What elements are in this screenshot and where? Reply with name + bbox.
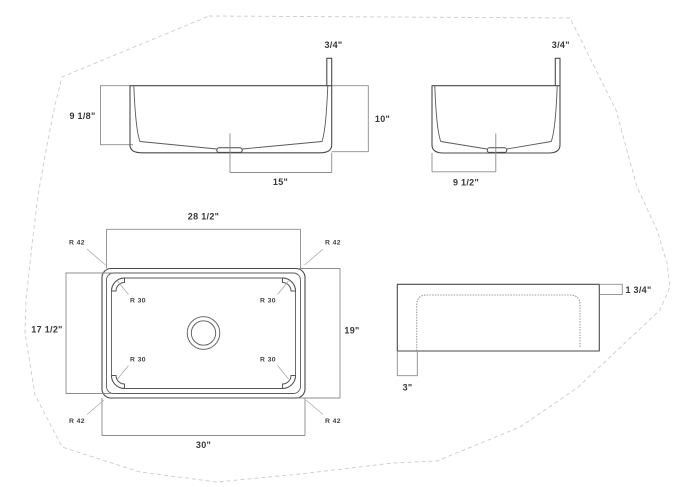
plan-r42-label-top-left: R 42 (69, 240, 85, 247)
front-drain-offset-label: 15" (273, 177, 288, 187)
side-elevation-view: 3/4" 9 1/2" (431, 40, 570, 188)
plan-corner-fillet-top-left (110, 277, 125, 292)
front-overall-height-label: 10" (375, 114, 390, 124)
front-elevation-view: 3/4" 9 1/8" 10" 15" (69, 40, 390, 187)
plan-corner-fillet-top-right (282, 277, 297, 292)
side-flange-thickness-label: 3/4" (552, 40, 570, 50)
plan-outer-depth-label: 19" (344, 326, 359, 336)
plan-drain-inner-circle (190, 320, 217, 346)
plan-inner-depth-label: 17 1/2" (31, 325, 62, 335)
plan-r42-label-bottom-right: R 42 (325, 418, 341, 425)
page-boundary (24, 15, 671, 483)
plan-r30-leader-top-right (277, 280, 289, 295)
side-bowl-interior-line (434, 85, 558, 150)
front-bowl-interior-line (133, 85, 329, 150)
plan-r30-label-top-left: R 30 (130, 298, 146, 305)
plan-outer-width-label: 30" (196, 440, 211, 450)
plan-inner-depth-dimension-box (65, 272, 112, 394)
plan-r30-label-bottom-right: R 30 (260, 357, 276, 364)
front-flange-thickness-label: 3/4" (325, 40, 343, 50)
section-body-outline (396, 283, 600, 352)
front-height-dimension-box (331, 85, 369, 153)
plan-corner-fillet-bottom-right (282, 375, 297, 390)
plan-r30-label-bottom-left: R 30 (130, 357, 146, 364)
side-drain-offset-dimension-lines (431, 133, 497, 173)
boundary-outline (24, 15, 671, 483)
plan-r42-leader-bottom-right (305, 399, 324, 415)
side-sink-outline (431, 85, 561, 154)
front-drain-outlet (216, 147, 243, 153)
plan-r42-leader-top-right (304, 248, 324, 266)
section-apron-return-box (396, 351, 418, 377)
front-bowl-depth-label: 9 1/8" (69, 111, 95, 121)
plan-outer-depth-dimension-box (298, 268, 341, 399)
side-drain-outlet (486, 147, 508, 153)
plan-inner-rim-outline (106, 272, 301, 394)
front-depth-dimension-box (100, 85, 133, 146)
plan-r30-leader-top-left (117, 280, 129, 295)
plan-corner-fillet-bottom-left (110, 375, 125, 390)
plan-r30-label-top-right: R 30 (260, 298, 276, 305)
section-rim-thickness-label: 1 3/4" (625, 285, 651, 295)
plan-outer-rim-outline (101, 267, 306, 399)
side-rear-flange (554, 57, 561, 86)
plan-r42-leader-top-left (86, 248, 106, 266)
plan-r30-leader-bottom-left (117, 365, 129, 380)
plan-view: 28 1/2" 30" 17 1/2" 19" R 42 R 42 R 42 R… (31, 212, 359, 451)
plan-drain-outer-circle (186, 316, 221, 350)
plan-r42-leader-bottom-left (86, 399, 105, 415)
plan-bowl-outline (111, 277, 296, 389)
front-sink-outline (129, 85, 333, 154)
section-view: 1 3/4" 3" (396, 283, 651, 393)
plan-r42-label-bottom-left: R 42 (69, 418, 85, 425)
front-rear-flange (326, 57, 333, 86)
section-rim-thickness-box (599, 283, 623, 296)
front-drain-offset-dimension-lines (229, 133, 333, 173)
plan-r42-label-top-right: R 42 (325, 240, 341, 247)
plan-inner-width-label: 28 1/2" (188, 212, 219, 222)
side-drain-offset-label: 9 1/2" (453, 178, 479, 188)
section-apron-return-label: 3" (403, 383, 413, 393)
plan-inner-width-dimension-box (106, 228, 301, 269)
section-hidden-bowl-line (416, 294, 581, 352)
plan-r30-leader-bottom-right (277, 365, 289, 380)
plan-outer-width-dimension-box (101, 398, 306, 436)
